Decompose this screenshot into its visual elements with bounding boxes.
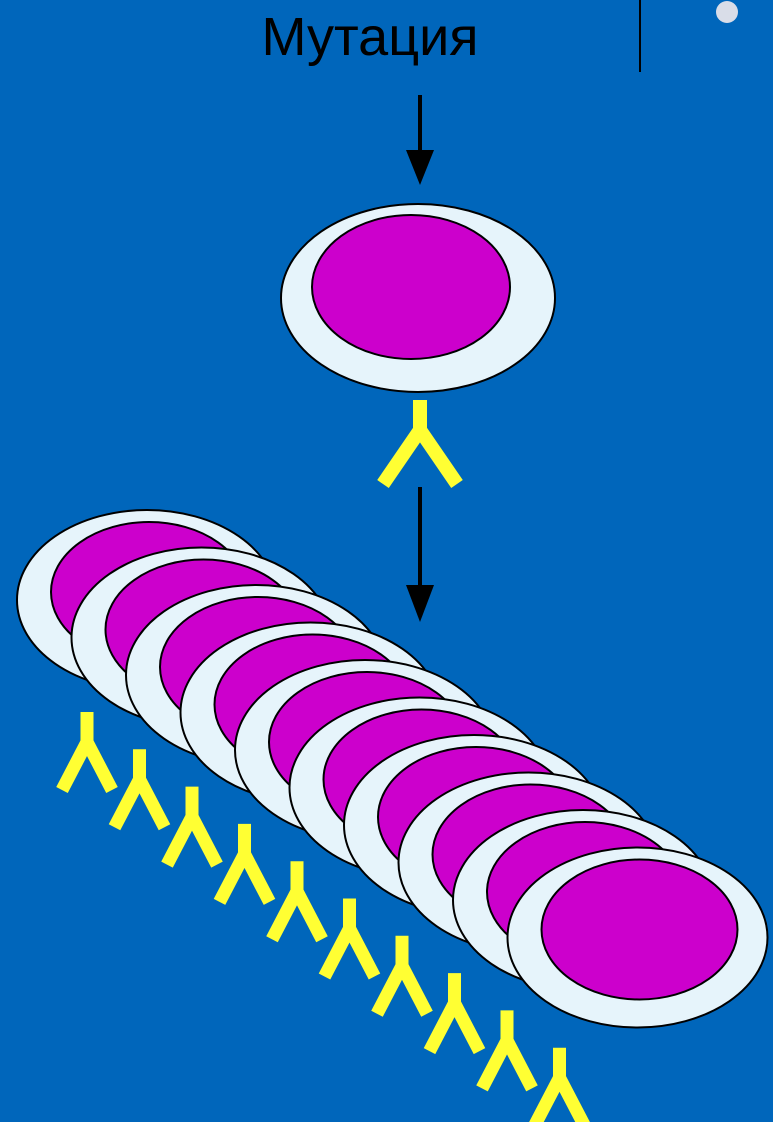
antibody-icon bbox=[167, 787, 217, 865]
antibody-icon bbox=[377, 936, 427, 1014]
antibody-icon bbox=[383, 400, 457, 484]
bullet-dot-icon bbox=[716, 1, 738, 23]
mutated-cell bbox=[281, 204, 555, 392]
clone-cells bbox=[17, 510, 768, 1028]
antibody-icon bbox=[430, 973, 480, 1051]
antibody-icon bbox=[272, 861, 322, 939]
antibody-icon bbox=[535, 1048, 585, 1122]
down-arrow-icon bbox=[406, 95, 434, 185]
antibody-icon bbox=[220, 824, 270, 902]
antibody-icon bbox=[482, 1010, 532, 1088]
antibody-icon bbox=[62, 712, 112, 790]
antibody-icon bbox=[325, 899, 375, 977]
antibody-icon bbox=[115, 749, 165, 827]
clone-cell bbox=[508, 848, 768, 1028]
down-arrow-icon bbox=[406, 487, 434, 622]
